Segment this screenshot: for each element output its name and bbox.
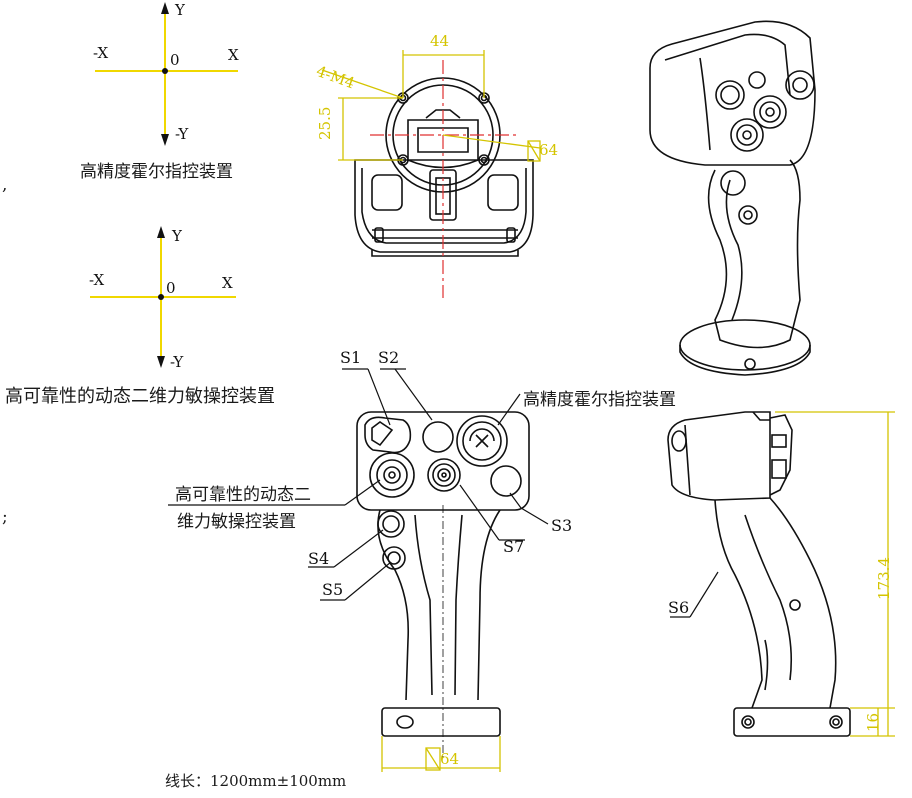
axis-label-neg-y: -Y xyxy=(175,125,189,143)
callout-s5: S5 xyxy=(322,580,344,599)
axis-label-pos-y: Y xyxy=(175,1,185,19)
callout-s2: S2 xyxy=(378,348,400,367)
separator-semicolon: ; xyxy=(2,507,8,527)
axis-label-neg-x-2: -X xyxy=(89,271,105,289)
axis-label-pos-y-2: Y xyxy=(172,227,182,245)
dim-height-left: 25.5 xyxy=(316,106,334,140)
caption-force-device: 高可靠性的动态二维力敏操控装置 xyxy=(5,386,275,407)
dim-total-height: 173.4 xyxy=(875,557,893,600)
dim-square-bottom: 64 xyxy=(440,750,460,768)
cable-length-note: 线长：1200mm±100mm xyxy=(165,772,347,790)
caption-hall-device: 高精度霍尔指控装置 xyxy=(80,162,233,182)
dim-width-top: 44 xyxy=(430,32,450,50)
axis-diagram-hall xyxy=(95,2,238,146)
callout-s7: S7 xyxy=(503,537,525,556)
axis-label-neg-y-2: -Y xyxy=(170,353,184,371)
front-view-drawing xyxy=(356,411,530,737)
axis-label-pos-x: X xyxy=(228,46,239,64)
separator-comma: , xyxy=(2,175,8,195)
top-view-drawing xyxy=(354,77,534,257)
callout-s4: S4 xyxy=(308,549,330,568)
side-view-drawing xyxy=(667,411,851,737)
axis-label-pos-x-2: X xyxy=(222,274,233,292)
dim-base-height: 16 xyxy=(864,712,882,732)
callout-force-line1: 高可靠性的动态二 xyxy=(175,485,311,505)
leader-lines xyxy=(168,368,719,618)
axis-label-neg-x: -X xyxy=(93,44,109,62)
top-view-dimensions xyxy=(321,50,541,162)
axis-diagram-force xyxy=(90,226,236,368)
callout-s1: S1 xyxy=(340,348,362,367)
callout-s6: S6 xyxy=(668,598,690,617)
top-view-centerlines xyxy=(370,60,520,298)
side-view-dimensions xyxy=(775,411,895,737)
isometric-view-drawing xyxy=(649,20,816,376)
callout-force-line2: 维力敏操控装置 xyxy=(177,512,296,532)
callout-hall-device: 高精度霍尔指控装置 xyxy=(523,390,676,410)
axis-label-origin-2: 0 xyxy=(166,279,176,297)
dim-square-top: 64 xyxy=(539,141,559,159)
front-view-dimensions xyxy=(381,736,501,772)
axis-label-origin: 0 xyxy=(170,51,180,69)
callout-s3: S3 xyxy=(551,516,573,535)
